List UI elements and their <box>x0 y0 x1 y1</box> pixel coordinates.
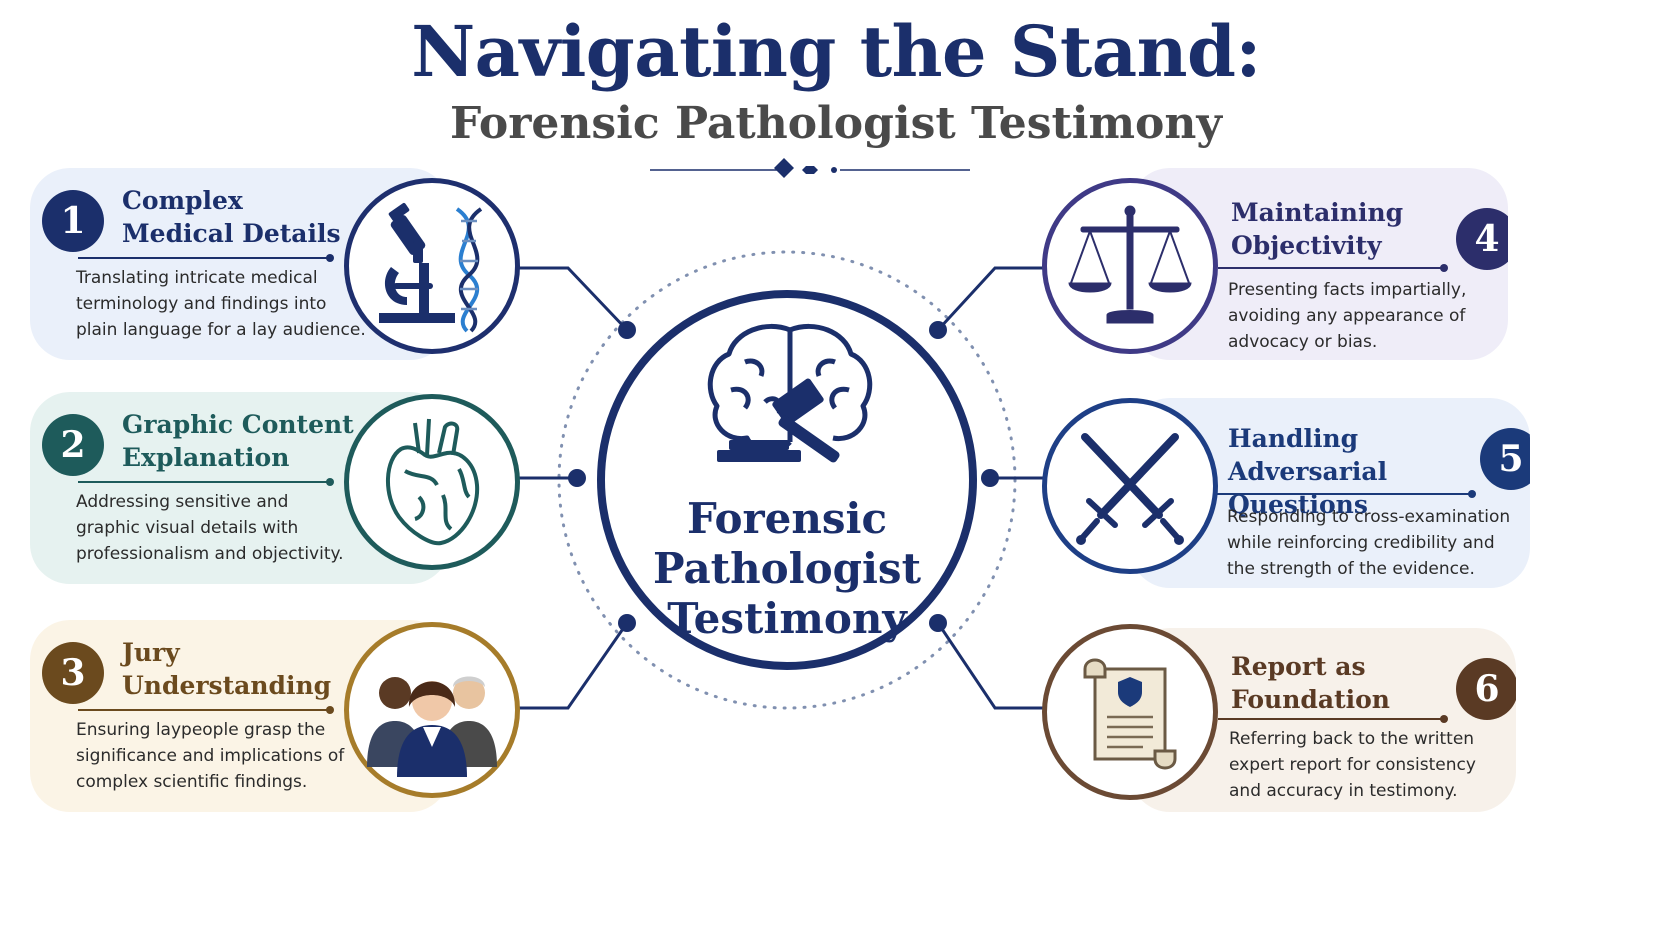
card-jury-understanding: 3 Jury Understanding Ensuring laypeople … <box>30 620 450 812</box>
crossed-swords-icon <box>1042 398 1218 574</box>
title-divider <box>650 166 970 174</box>
card-description: Responding to cross-examination while re… <box>1227 507 1511 579</box>
card-title: Complex Medical Details <box>122 186 341 248</box>
brain-gavel-icon <box>707 324 873 463</box>
card-handling-adversarial-questions: 5 Handling Adversarial Questions Respond… <box>1130 398 1530 588</box>
card-number-badge: 2 <box>42 414 104 476</box>
center-label-line-1: Forensic <box>686 494 888 543</box>
center-hub: Forensic Pathologist Testimony <box>597 290 977 670</box>
card-number-badge: 3 <box>42 642 104 704</box>
anatomical-heart-icon <box>344 394 520 570</box>
card-title: Jury Understanding <box>122 638 332 700</box>
card-title: Graphic Content Explanation <box>122 410 354 472</box>
card-number-badge: 5 <box>1480 428 1530 490</box>
card-divider <box>1218 264 1448 272</box>
card-description: Presenting facts impartially, avoiding a… <box>1228 280 1467 352</box>
card-divider <box>78 706 334 714</box>
card-divider <box>1218 715 1448 723</box>
card-title: Maintaining Objectivity <box>1231 198 1404 260</box>
jury-people-icon <box>344 622 520 798</box>
scroll-document-icon <box>1042 624 1218 800</box>
card-number-badge: 1 <box>42 190 104 252</box>
card-description: Ensuring laypeople grasp the significanc… <box>76 720 345 792</box>
center-label-line-3: Testimony <box>667 594 907 643</box>
card-description: Translating intricate medical terminolog… <box>76 268 366 340</box>
microscope-dna-icon <box>344 178 520 354</box>
card-number-badge: 6 <box>1456 658 1516 720</box>
card-description: Referring back to the written expert rep… <box>1229 729 1476 801</box>
card-divider <box>1216 490 1476 498</box>
card-divider <box>78 478 334 486</box>
card-description: Addressing sensitive and graphic visual … <box>76 492 344 564</box>
card-title: Report as Foundation <box>1231 652 1390 714</box>
card-number-badge: 4 <box>1456 208 1508 270</box>
scales-of-justice-icon <box>1042 178 1218 354</box>
page-subtitle: Forensic Pathologist Testimony <box>450 98 1222 149</box>
card-maintaining-objectivity: 4 Maintaining Objectivity Presenting fac… <box>1130 168 1508 360</box>
card-divider <box>78 254 334 262</box>
title-diamond-icon <box>774 158 794 178</box>
center-label-line-2: Pathologist <box>653 544 921 593</box>
page-title: Navigating the Stand: <box>411 10 1261 93</box>
